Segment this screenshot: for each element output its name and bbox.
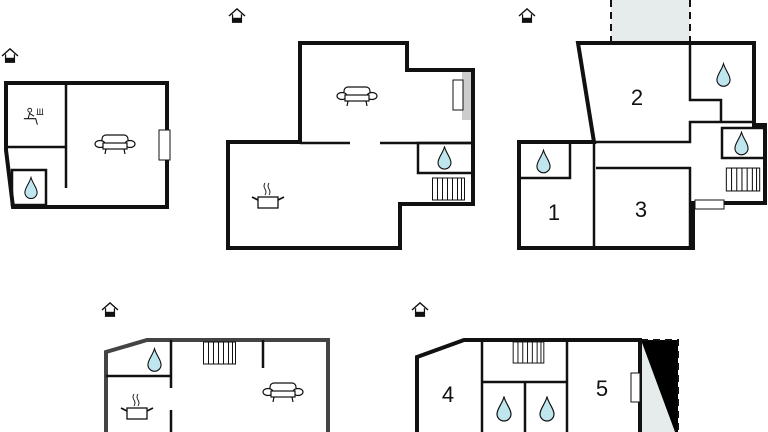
entrance-icon [411, 302, 429, 317]
stairs-icon [725, 167, 761, 192]
window-icon [158, 129, 171, 161]
bathroom-wall [720, 126, 767, 160]
stairs-icon [512, 341, 545, 364]
stairs-icon [202, 341, 237, 365]
interior-walls [592, 43, 754, 248]
interior-walls [106, 340, 265, 432]
balcony-area [462, 70, 473, 120]
floor-plan-b [226, 8, 475, 250]
floor-plan-a [1, 48, 171, 209]
sofa-icon [336, 86, 378, 107]
cooking-pot-icon [251, 182, 285, 209]
room-number: 2 [631, 85, 643, 110]
interior-walls [480, 340, 569, 432]
entrance-icon [518, 8, 536, 23]
room-number: 4 [442, 382, 454, 407]
water-drop-icon [147, 348, 162, 372]
window-icon [630, 372, 641, 403]
room-number: 5 [596, 376, 608, 401]
entrance-icon [1, 48, 19, 63]
water-drop-icon [496, 396, 512, 422]
water-drop-icon [539, 396, 555, 422]
terrace-boundary [641, 339, 679, 432]
bathroom-wall [416, 141, 475, 175]
water-drop-icon [437, 146, 452, 170]
room-number: 3 [635, 197, 647, 222]
cooking-pot-icon [120, 392, 154, 421]
sofa-icon [94, 134, 136, 155]
water-drop-icon [536, 149, 551, 174]
window-icon [452, 79, 464, 111]
bathroom-wall [10, 168, 48, 207]
sofa-icon [262, 382, 304, 403]
water-drop-icon [24, 176, 38, 200]
floor-plan-c: 1 2 3 [517, 0, 767, 250]
outer-walls [104, 338, 330, 432]
room-number: 1 [548, 200, 560, 225]
water-drop-icon [716, 63, 731, 87]
water-drop-icon [734, 131, 749, 156]
floor-plan-e: 4 5 [411, 302, 679, 432]
window-icon [694, 199, 725, 210]
terrace-area [611, 0, 690, 43]
entrance-icon [228, 8, 246, 23]
entrance-icon [101, 302, 119, 317]
floor-plan-d [101, 302, 330, 432]
outer-walls [4, 81, 169, 209]
bathroom-wall [517, 140, 572, 180]
outer-walls [226, 41, 475, 250]
stairs-icon [431, 177, 466, 201]
interior-walls [6, 83, 68, 188]
sauna-icon [23, 107, 44, 126]
